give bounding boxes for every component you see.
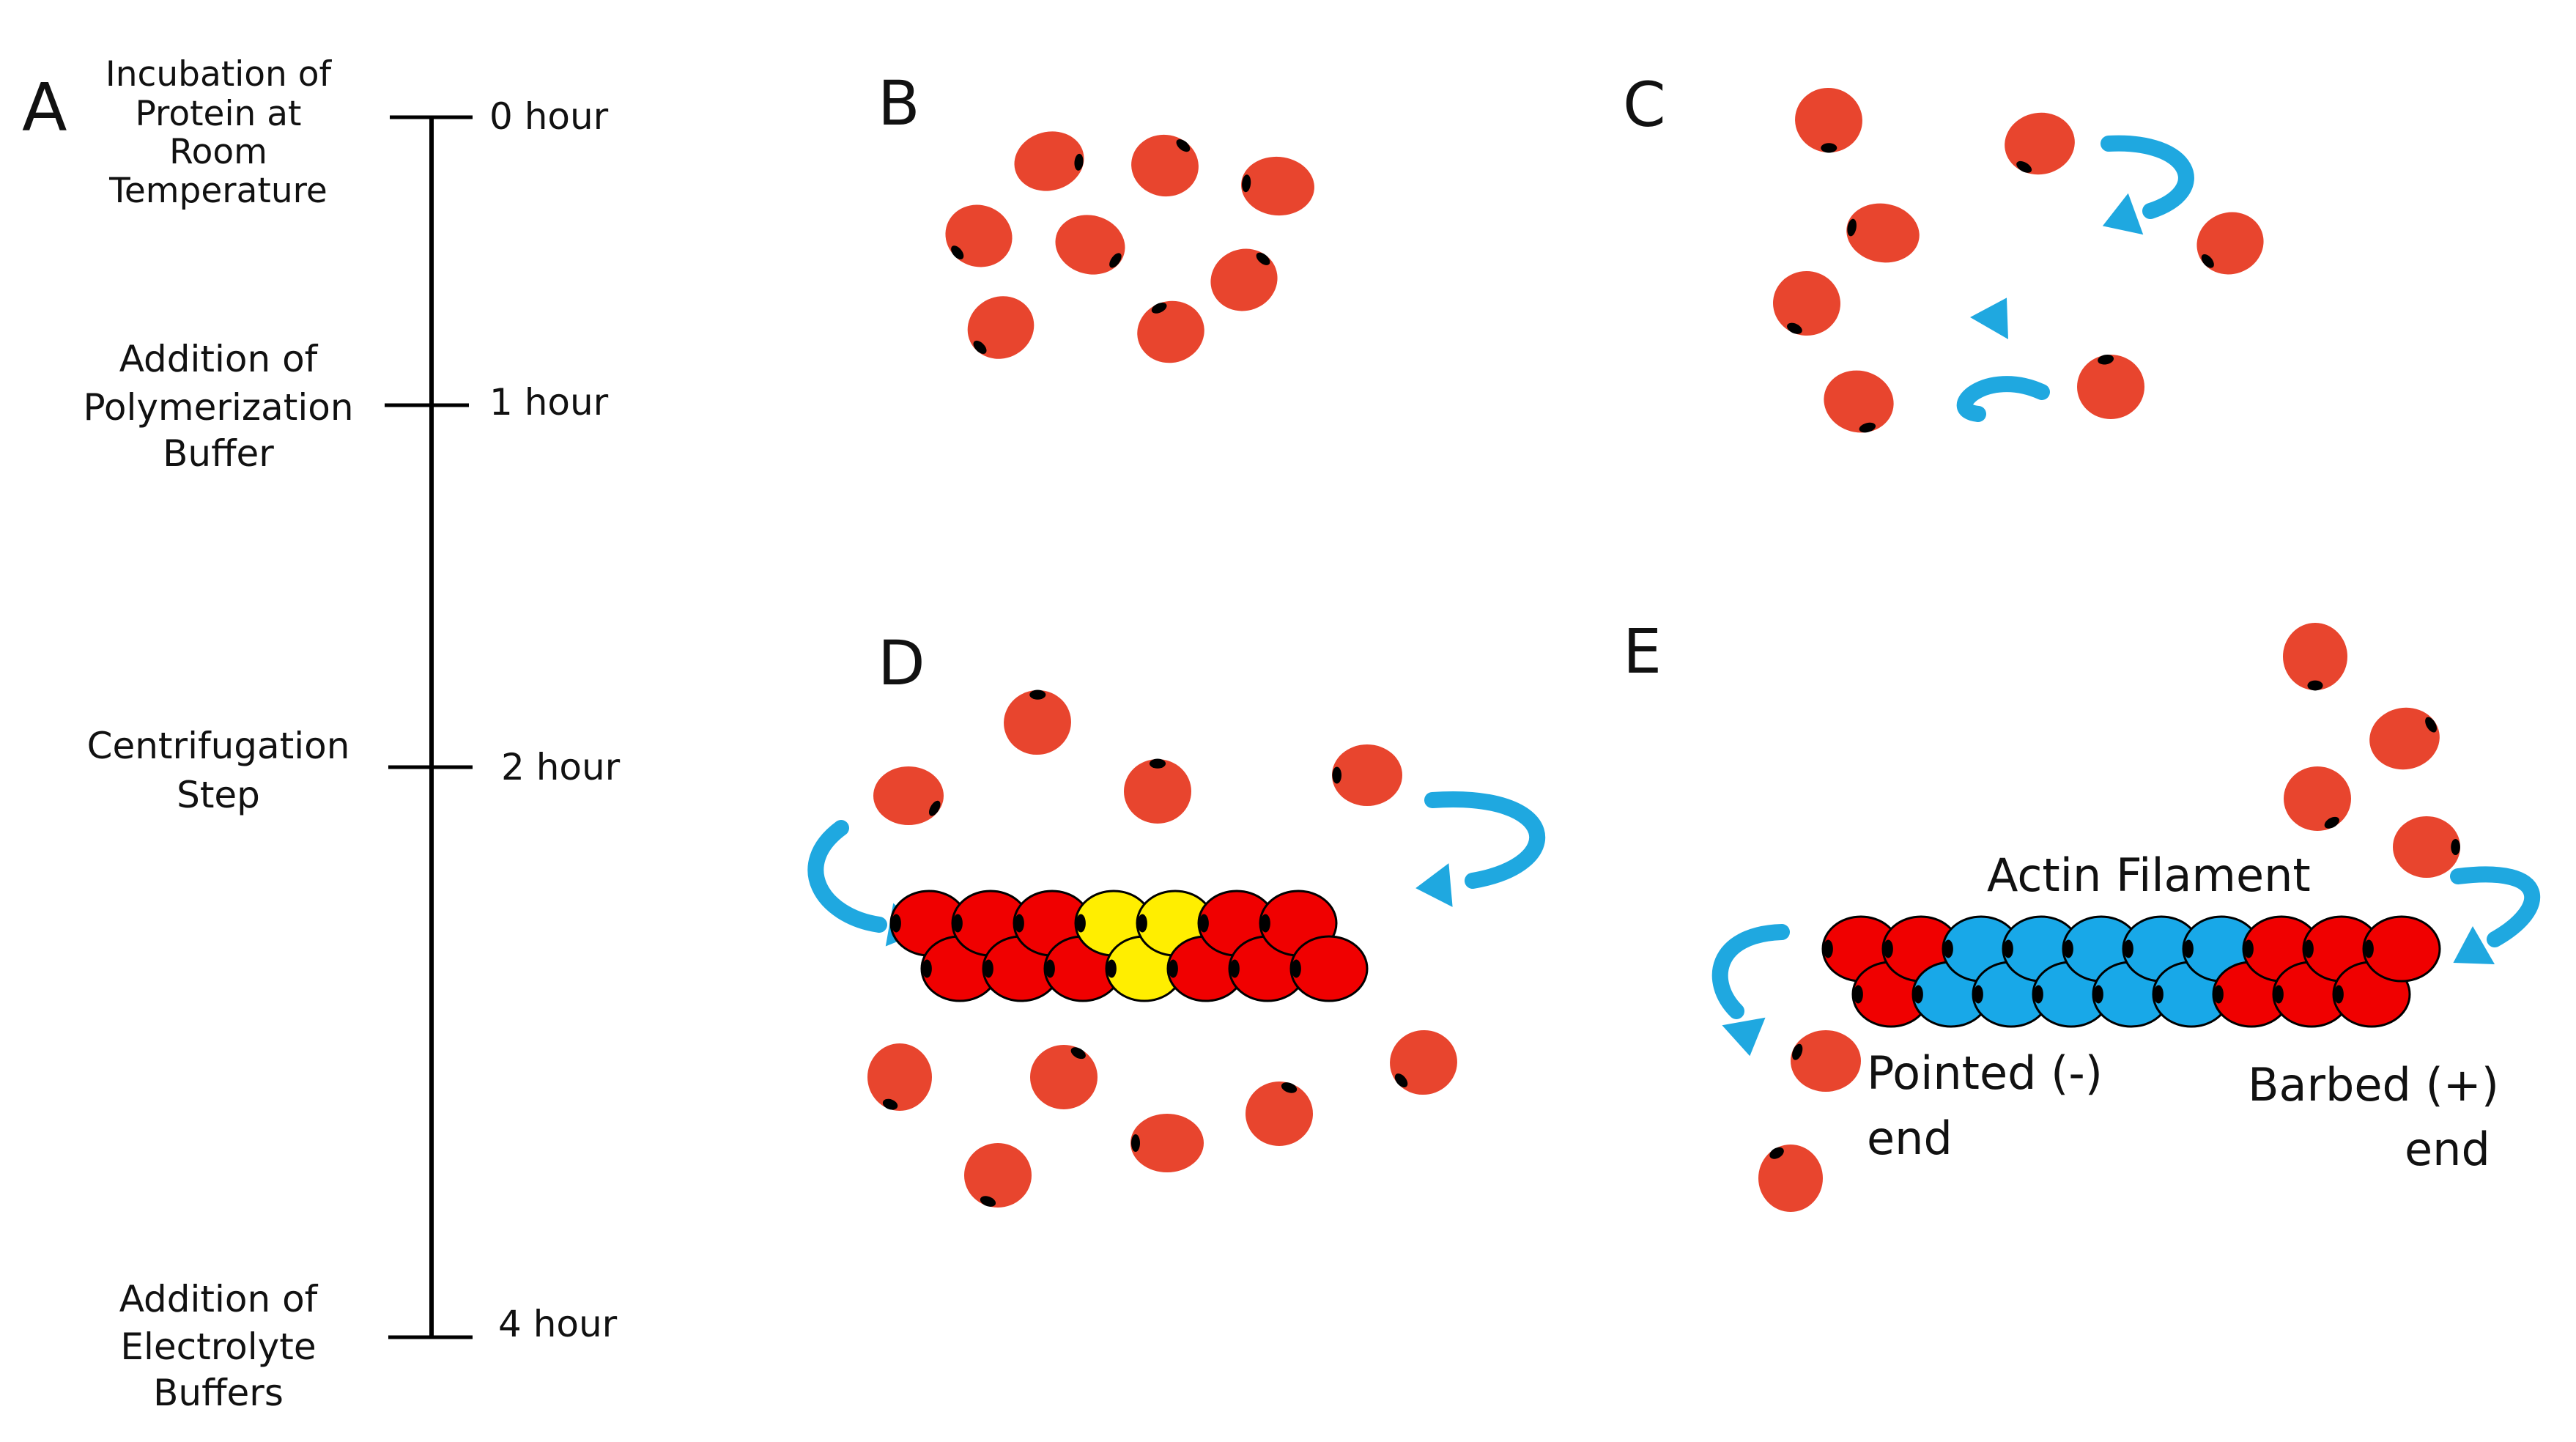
actin-monomer	[1124, 758, 1191, 824]
pointed-end-label: end	[1867, 1112, 1953, 1165]
filament-layer	[889, 890, 2441, 1028]
event-label-line: Temperature	[108, 171, 327, 211]
actin-monomer	[964, 1143, 1032, 1208]
curved-arrow	[2450, 866, 2541, 964]
arrow-layer	[807, 135, 2541, 1057]
actin-monomer	[2196, 212, 2264, 275]
panel-c-label: C	[1623, 69, 1666, 141]
barbed-end-label: Barbed (+)	[2248, 1058, 2499, 1112]
actin-monomer	[967, 296, 1035, 359]
filament-title: Actin Filament	[1987, 848, 2311, 902]
actin-monomer	[1246, 1082, 1313, 1146]
actin-monomer	[1824, 370, 1894, 433]
time-label-2: 2 hour	[501, 746, 621, 788]
time-label-1: 1 hour	[489, 381, 609, 424]
actin-monomer	[2077, 354, 2144, 419]
curved-arrow	[1415, 791, 1546, 907]
actin-monomer	[1846, 203, 1920, 263]
nucleating-filament	[889, 890, 1369, 1002]
actin-monomer	[1241, 156, 1314, 216]
actin-monomer	[873, 766, 944, 825]
event-label-line: Buffers	[153, 1372, 284, 1414]
actin-monomer	[2362, 915, 2441, 983]
actin-monomer	[867, 1043, 932, 1111]
panel-e-label: E	[1623, 615, 1662, 687]
time-label-3: 4 hour	[498, 1303, 618, 1345]
event-label-line: Centrifugation	[87, 725, 350, 767]
event-label-0: Incubation of Protein at Room Temperatur…	[106, 54, 333, 211]
actin-monomer	[1210, 248, 1278, 311]
actin-monomer	[1130, 1114, 1204, 1172]
event-label-line: Protein at	[136, 94, 302, 134]
barbed-end-label: end	[2405, 1123, 2490, 1176]
actin-monomer	[2283, 623, 2347, 691]
event-label-line: Addition of	[119, 338, 319, 380]
event-label-line: Room	[169, 132, 267, 172]
event-label-line: Buffer	[163, 432, 274, 475]
actin-monomer	[2393, 816, 2460, 878]
actin-monomer	[2005, 112, 2075, 175]
event-label-line: Incubation of	[106, 54, 333, 95]
actin-filament	[1821, 915, 2441, 1028]
timeline: 0 hour 1 hour 2 hour 4 hour Incubation o…	[83, 54, 620, 1414]
actin-monomer	[1137, 300, 1204, 363]
event-label-line: Electrolyte	[120, 1325, 316, 1368]
actin-monomer	[1791, 1030, 1861, 1092]
panel-a-label: A	[22, 70, 67, 147]
actin-monomer	[945, 204, 1013, 267]
curved-arrow	[1956, 297, 2050, 422]
panel-d-label: D	[878, 627, 925, 699]
actin-monomer	[1795, 87, 1862, 153]
panel-b-label: B	[878, 67, 920, 139]
actin-monomer	[1773, 270, 1840, 336]
monomer-layer	[867, 87, 2460, 1212]
pointed-end-label: Pointed (-)	[1867, 1046, 2103, 1100]
actin-monomer	[1004, 689, 1071, 755]
actin-monomer	[1030, 1045, 1098, 1109]
actin-monomer	[2369, 707, 2440, 770]
time-label-0: 0 hour	[489, 95, 609, 138]
actin-monomer	[1289, 935, 1369, 1002]
event-label-line: Step	[177, 774, 260, 816]
event-label-line: Polymerization	[83, 386, 353, 429]
actin-monomer	[1055, 215, 1125, 275]
actin-monomer	[1131, 134, 1199, 197]
event-label-2: Centrifugation Step	[87, 725, 350, 816]
event-label-1: Addition of Polymerization Buffer	[83, 338, 353, 475]
actin-monomer	[2284, 766, 2351, 831]
actin-monomer	[1390, 1029, 1457, 1095]
event-label-3: Addition of Electrolyte Buffers	[119, 1278, 319, 1414]
curved-arrow	[2101, 135, 2194, 235]
curved-arrow	[1711, 924, 1790, 1057]
actin-monomer	[1014, 131, 1084, 191]
actin-monomer	[1332, 744, 1402, 806]
actin-monomer	[1758, 1145, 1823, 1212]
event-label-line: Addition of	[119, 1278, 319, 1320]
